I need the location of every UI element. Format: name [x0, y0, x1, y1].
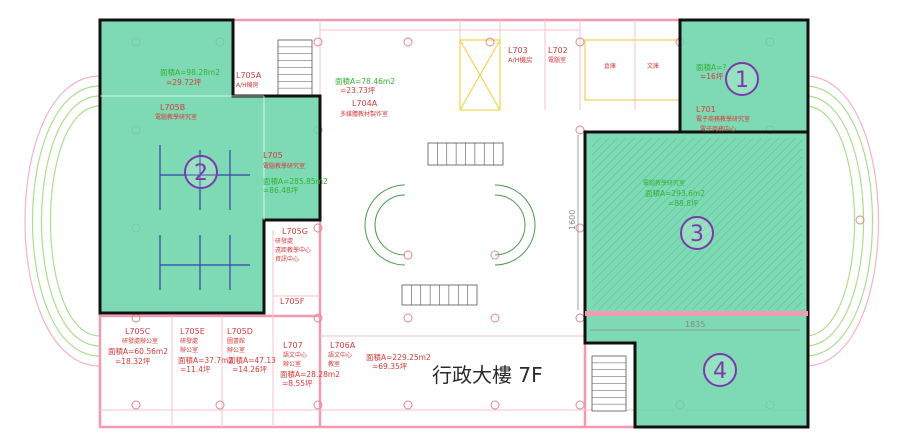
room-id-L705C: L705C — [125, 327, 151, 336]
stair-treads — [278, 46, 626, 405]
dimension-horizontal: 1835 — [685, 320, 705, 329]
area-l705d-b: =14.26坪 — [232, 365, 268, 374]
column-marker — [313, 223, 323, 233]
room-id-L705E: L705E — [180, 327, 205, 336]
area-z2-a: 面積A=98.28m2 — [160, 67, 220, 77]
room-name-L705C: 研發處辦公室 — [122, 337, 158, 345]
column-marker — [575, 223, 585, 233]
area-l707-a: 面積A=28.28m2 — [280, 369, 340, 379]
area-l705e-b: =11.4坪 — [180, 365, 211, 374]
room-sub-L705G: 遠距教學中心 — [275, 246, 311, 254]
room-sub-L701: 電子商務中心 — [700, 125, 736, 133]
zone-marker-2: 2 — [184, 155, 218, 189]
column-marker — [490, 400, 500, 410]
room-name-L705G: 研發處 — [275, 237, 293, 245]
column-marker — [575, 37, 585, 47]
room-name-L707: 語文中心 — [283, 351, 307, 359]
area-l704a-a: 面積A=78.46m2 — [335, 76, 395, 86]
column-marker — [313, 313, 323, 323]
column-marker — [485, 37, 495, 47]
room-name-L704A: 多媒體教材製作室 — [340, 110, 388, 118]
room-storage: 倉庫 — [604, 62, 616, 70]
column-marker — [403, 400, 413, 410]
column-marker — [403, 250, 413, 260]
zone-2-partitions — [100, 95, 265, 220]
oval-outlines-pink — [24, 75, 879, 367]
zone-marker-3: 3 — [680, 216, 714, 250]
area-l705d-a: 面積A=47.13 — [228, 355, 276, 365]
area-z2-b: =29.72坪 — [166, 78, 202, 87]
zone-2-furniture — [159, 145, 250, 290]
area-z3-b: =88.8坪 — [668, 199, 699, 208]
oval-outlines — [31, 85, 874, 357]
room-name-L701: 電子商務教學研究室 — [696, 115, 750, 123]
room-id-L701: L701 — [696, 105, 716, 114]
zone-number-4: 4 — [713, 359, 727, 384]
zone-number-2: 2 — [194, 161, 208, 186]
room-sub-L706A: 教室 — [328, 360, 340, 368]
room-office: 文庫 — [647, 62, 659, 70]
area-z3-a: 面積A=293.6m2 — [645, 188, 705, 198]
room-id-L706A: L706A — [330, 341, 356, 350]
column-marker — [131, 400, 141, 410]
area-l706a-a: 面積A=229.25m2 — [366, 352, 431, 362]
zone-marker-4: 4 — [703, 353, 737, 387]
room-sub-L705E: 辦公室 — [180, 346, 198, 354]
room-id-L704A: L704A — [352, 99, 378, 108]
room-name-L705B: 電腦教學研究室 — [155, 113, 197, 121]
room-name-L703: A/H機房 — [508, 55, 533, 64]
zone-2[interactable] — [98, 18, 322, 315]
column-marker — [313, 37, 323, 47]
area-z1-b: =16坪 — [700, 72, 724, 81]
column-marker — [575, 313, 585, 323]
room-id-L703: L703 — [508, 46, 528, 55]
column-marker — [403, 37, 413, 47]
room-id-L705A: L705A — [236, 71, 262, 80]
room-id-L702: L702 — [548, 46, 568, 55]
room-id-L705: L705 — [263, 151, 283, 160]
column-marker — [215, 400, 225, 410]
column-marker — [403, 313, 413, 323]
area-l705-b: =86.48坪 — [263, 186, 299, 195]
room-name-L706A: 語文中心 — [328, 351, 352, 359]
column-marker — [575, 400, 585, 410]
room-name-L705E: 研發處 — [180, 337, 198, 345]
plan-title: 行政大樓 7F — [432, 363, 543, 387]
column-marker — [490, 250, 500, 260]
room-name-L702: 電腦室 — [548, 56, 566, 64]
room-name-L705D: 圖書館 — [227, 337, 245, 345]
room-id-L705F: L705F — [280, 297, 305, 306]
room-sub-L707: 辦公室 — [283, 360, 301, 368]
area-z1-a: 面積A=? — [696, 62, 726, 72]
room-id-L705B: L705B — [160, 103, 185, 112]
room-sub2-L705G: 資訊中心 — [275, 255, 299, 263]
column-marker — [490, 313, 500, 323]
area-l707-b: =8.55坪 — [282, 379, 313, 388]
elevator-shafts — [459, 39, 681, 111]
zone-number-3: 3 — [690, 222, 704, 247]
area-z3-c: 電腦教學研究室 — [643, 179, 685, 187]
dimension-lines — [577, 135, 800, 331]
area-l705c-a: 面積A=60.56m2 — [108, 346, 168, 356]
column-marker — [855, 215, 865, 225]
area-l704a-b: =23.73坪 — [340, 86, 376, 95]
area-l705e-a: 面積A=37.7m2 — [178, 355, 233, 365]
room-id-L705D: L705D — [227, 327, 253, 336]
spiral-stairs — [364, 184, 536, 266]
room-name-L705: 電腦教學研究室 — [263, 162, 305, 170]
area-l706a-b: =69.35坪 — [372, 362, 408, 371]
corridor-band — [585, 311, 808, 316]
room-name-L705A: A/H機房 — [236, 81, 259, 89]
dimension-vertical: 1600 — [568, 210, 577, 230]
area-l705c-b: =18.32坪 — [115, 357, 151, 366]
area-l705-a: 面積A=285.85m2 — [263, 176, 328, 186]
zone-number-1: 1 — [735, 68, 749, 93]
room-id-L705G: L705G — [282, 227, 308, 236]
column-marker — [575, 125, 585, 135]
zone-marker-1: 1 — [725, 62, 759, 96]
column-marker — [313, 400, 323, 410]
room-id-L707: L707 — [283, 341, 303, 350]
room-sub-L705D: 辦公室 — [227, 346, 245, 354]
